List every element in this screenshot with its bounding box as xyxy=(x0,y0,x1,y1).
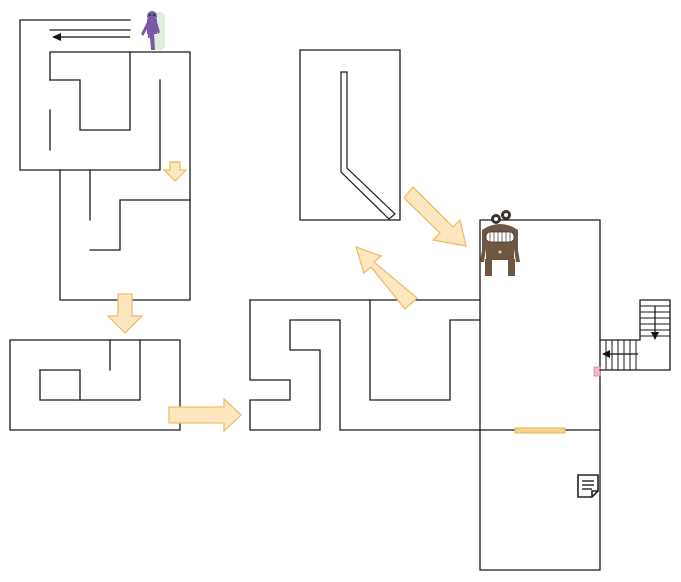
right-room xyxy=(479,219,601,571)
maze-bottom-left xyxy=(9,339,181,431)
staircase-icon xyxy=(599,299,671,371)
brown-grinning-monster-icon xyxy=(480,210,520,276)
maze-middle xyxy=(249,299,481,431)
up-left-arrow xyxy=(354,245,418,310)
slide-ramp xyxy=(340,71,396,220)
slide-room xyxy=(299,49,401,221)
left-arrow-head xyxy=(52,33,61,41)
document-note-icon xyxy=(577,474,599,498)
purple-ghost-character-icon xyxy=(141,11,165,50)
right-arrow xyxy=(168,397,242,433)
maze-second xyxy=(59,169,191,301)
door xyxy=(514,427,566,434)
pink-marker xyxy=(593,366,601,377)
down-arrow-1 xyxy=(162,161,188,182)
down-arrow-2 xyxy=(106,293,144,334)
maze-top-left xyxy=(19,19,191,171)
down-right-arrow xyxy=(403,186,467,247)
